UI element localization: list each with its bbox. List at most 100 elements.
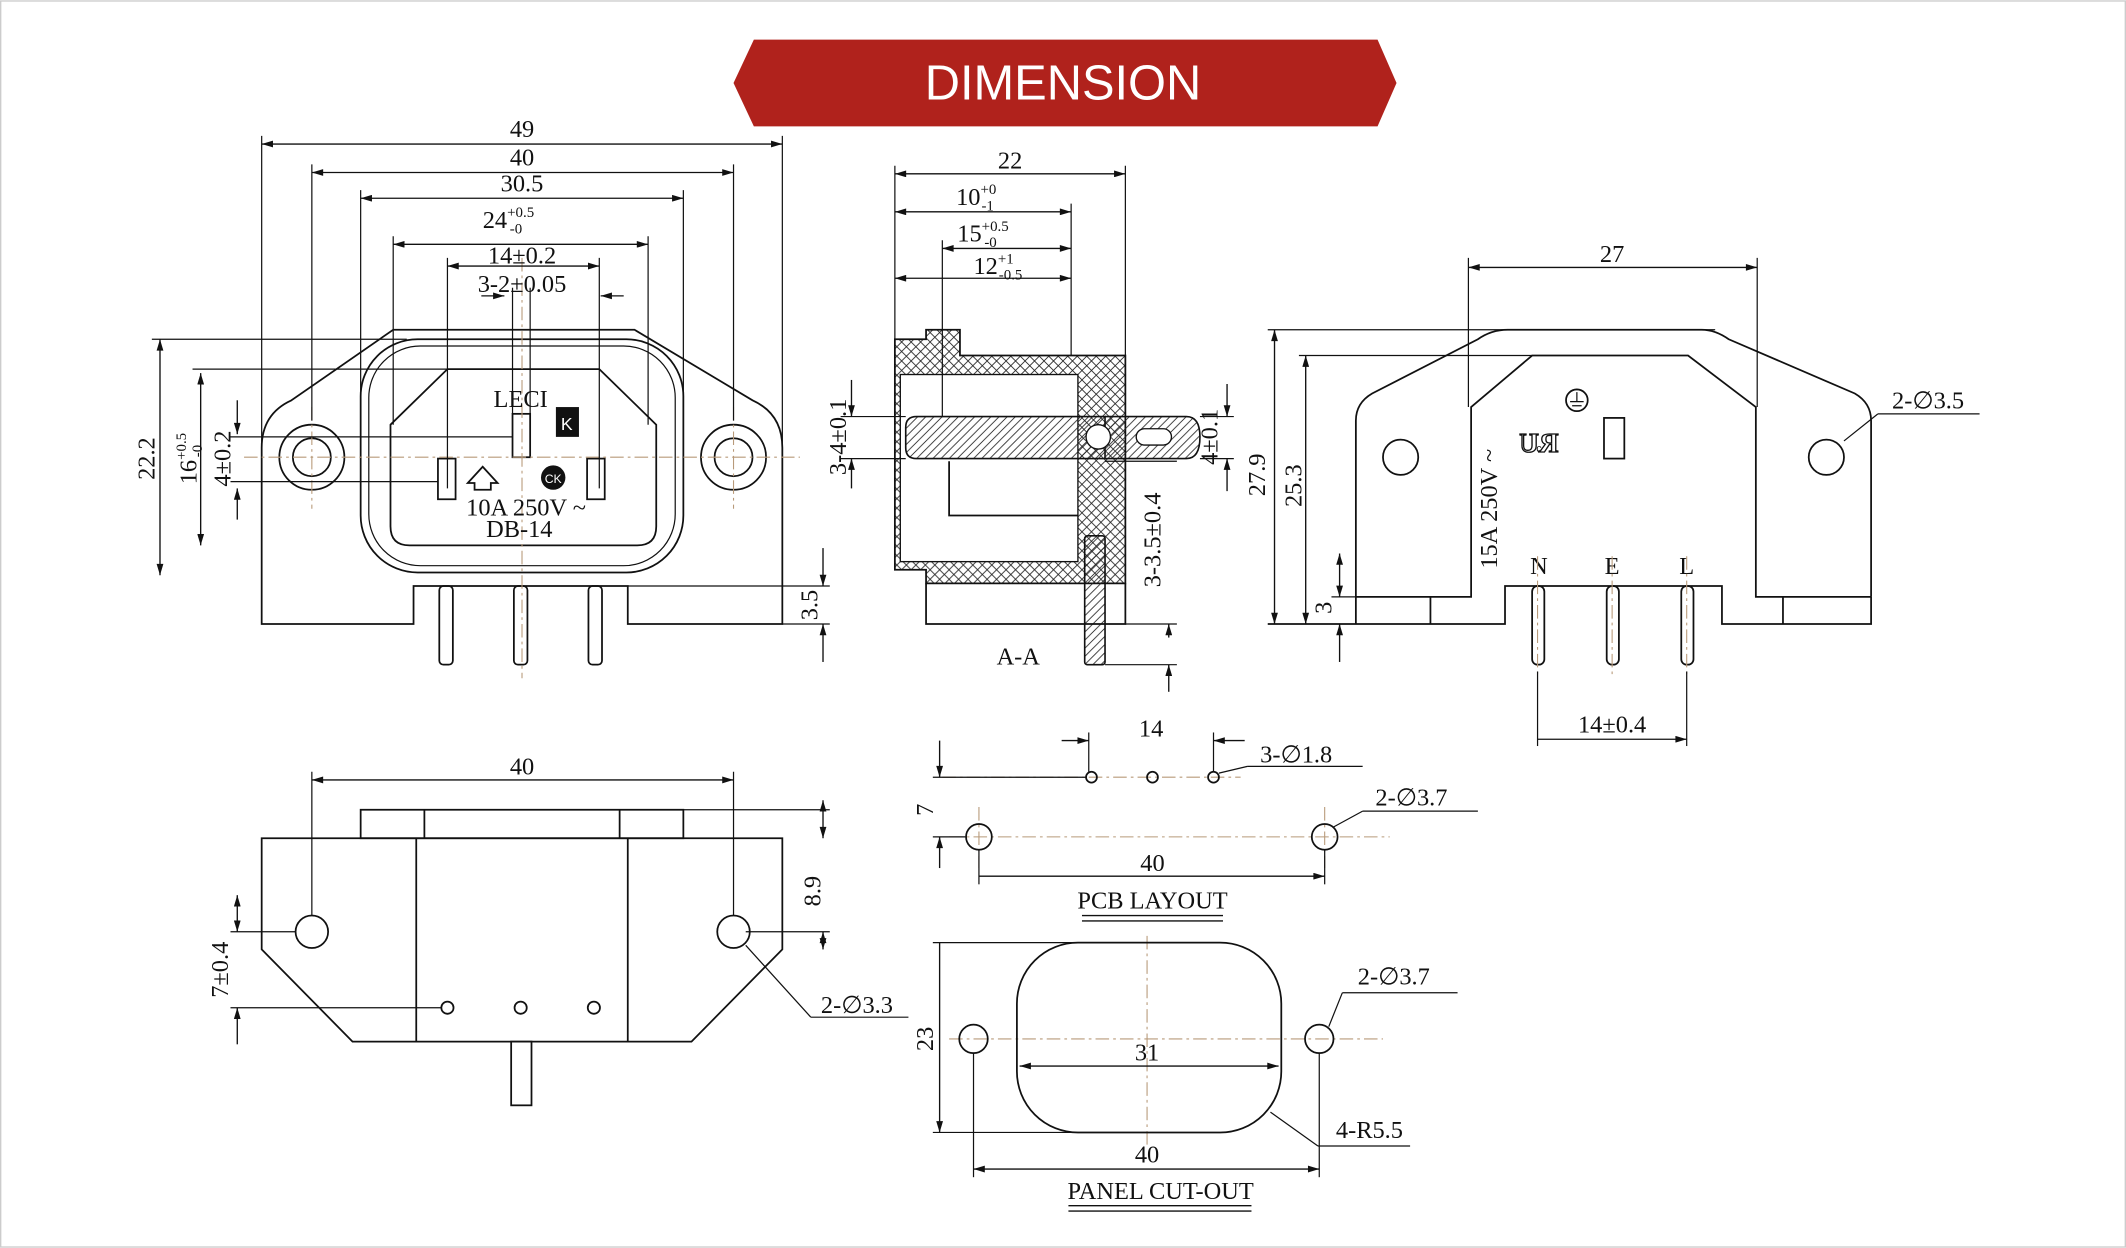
dim-bottom-holes: 2-∅3.3 <box>821 992 893 1019</box>
bottom-tab <box>510 1040 533 1107</box>
dim-rear-inner-height: 25.3 <box>1281 464 1308 507</box>
dim-bottom-hole-pitch: 40 <box>510 754 534 781</box>
kc-mark-icon <box>555 407 579 437</box>
dim-pcb-pin-holes: 3-∅1.8 <box>1260 741 1332 768</box>
socket-cavity-section <box>899 373 1079 563</box>
kc-mark-letters: K <box>561 414 573 434</box>
model-marking: DB-14 <box>486 516 552 543</box>
pcb-pin-hole-1 <box>1085 770 1098 784</box>
pcb-mount-hole-left <box>965 823 993 851</box>
dim-cutout-height: 23 <box>912 1027 939 1051</box>
svg-text:RU: RU <box>1519 428 1558 458</box>
earth-symbol-icon <box>1565 388 1589 413</box>
section-view: A-A 22 10+0-1 15+0.5-0 12+1-0.5 3-4±0.1 … <box>825 147 1224 670</box>
earth-symbol-lines <box>1570 392 1584 407</box>
dim-rear-holes: 2-∅3.5 <box>1892 387 1964 414</box>
rear-view: RU c 15A 250V ~ N E L 27 27.9 25.3 3 2-∅… <box>1244 241 1964 738</box>
dimension-lines <box>156 140 1758 1173</box>
dim-pin-pitch: 14±0.2 <box>488 242 556 269</box>
dim-d1: 10+0-1 <box>956 182 996 214</box>
earth-contact <box>511 412 532 459</box>
extension-line <box>1328 992 1343 1027</box>
dim-socket-width: 24+0.5-0 <box>483 205 534 237</box>
header-banner: DIMENSION <box>733 39 1397 127</box>
extension-line <box>1843 413 1879 442</box>
dim-pcb-hole-pitch: 40 <box>1140 850 1164 877</box>
pin-end-right <box>586 1000 601 1015</box>
dim-d2: 15+0.5-0 <box>957 219 1008 251</box>
front-view: CK K LECI 10A 250V ~ DB-14 49 40 30.5 24… <box>134 116 824 679</box>
dim-hole-pitch: 40 <box>510 145 534 172</box>
dim-tab-thickness: 4±0.1 <box>1197 409 1224 465</box>
housing-top-dividers <box>423 809 621 839</box>
pin-end-left <box>440 1000 455 1015</box>
dim-base-height: 3.5 <box>797 590 824 620</box>
pin-l <box>1680 585 1695 666</box>
neutral-contact <box>437 457 457 501</box>
rear-hole-right <box>1807 438 1845 476</box>
rear-hole-left <box>1382 438 1420 476</box>
housing-top <box>359 808 685 840</box>
rear-base <box>1267 585 1872 625</box>
rear-body-inner <box>1355 354 1872 598</box>
banner-shape <box>733 39 1397 127</box>
rating-marking: 10A 250V ~ <box>466 495 586 522</box>
dim-cutout-hole-pitch: 40 <box>1135 1141 1159 1168</box>
pin-label-n: N <box>1530 553 1548 580</box>
brand-marking: LECI <box>494 386 548 413</box>
dim-bottom-height: 8.9 <box>799 876 826 907</box>
dim-pcb-mount-holes: 2-∅3.7 <box>1375 785 1447 812</box>
svg-text:c: c <box>1536 443 1542 455</box>
pin-right <box>587 585 603 666</box>
marking-box <box>1603 417 1626 460</box>
dim-pin-offset: 4±0.2 <box>209 431 236 487</box>
cutout-outline <box>1016 941 1283 1134</box>
tab-slot <box>1135 428 1173 446</box>
pcb-title-underline <box>1081 914 1223 922</box>
extension-line <box>745 944 812 1018</box>
pcb-layout-title: PCB LAYOUT <box>1077 888 1227 915</box>
dim-cutout-holes: 2-∅3.7 <box>1358 964 1430 991</box>
cavity-detail <box>948 461 1078 517</box>
live-contact <box>586 457 606 501</box>
page-title: DIMENSION <box>925 56 1202 110</box>
extension-lines <box>151 135 1980 1178</box>
bottom-body-lines <box>415 838 629 1042</box>
pcb-layout: 14 3-∅1.8 7 2-∅3.7 40 PCB LAYOUT <box>912 716 1447 922</box>
panel-cutout-title: PANEL CUT-OUT <box>1067 1178 1253 1205</box>
contact-pin-section <box>904 415 1106 460</box>
dim-rear-height: 27.9 <box>1244 454 1271 497</box>
dim-cutout-radius: 4-R5.5 <box>1336 1117 1403 1144</box>
panel-title-underline <box>1068 1204 1252 1212</box>
bottom-hole-left <box>294 914 330 949</box>
pin-e <box>1605 585 1620 666</box>
rear-rating: 15A 250V ~ <box>1476 449 1503 569</box>
base-step <box>925 583 1127 625</box>
pcb-pin-hole-2 <box>1146 770 1159 784</box>
pin-end-center <box>513 1000 528 1015</box>
dim-housing-width: 30.5 <box>501 170 544 197</box>
vde-mark-icon <box>465 465 500 491</box>
dim-height: 22.2 <box>134 437 161 480</box>
socket-cavity <box>389 368 658 547</box>
bottom-flange <box>260 837 784 1043</box>
pin-n <box>1531 585 1546 666</box>
extension-line <box>1218 765 1248 774</box>
pcb-mount-hole-right <box>1310 823 1339 851</box>
panel-cutout: 23 31 40 2-∅3.7 4-R5.5 PANEL CUT-OUT <box>912 935 1430 1212</box>
cck-mark-letters: CK <box>545 472 562 486</box>
bottom-view: 40 8.9 7±0.4 2-∅3.3 <box>207 754 893 1107</box>
ur-logo: RU c <box>1519 427 1560 458</box>
cck-mark-icon <box>540 465 566 490</box>
pin-center <box>512 585 529 666</box>
bottom-hole-right <box>716 914 751 949</box>
pin-left <box>438 585 454 666</box>
section-label: A-A <box>997 644 1041 671</box>
dim-rear-base: 3 <box>1310 602 1337 614</box>
dim-bottom-pin-offset: 7±0.4 <box>207 942 234 998</box>
extension-line <box>1270 1111 1319 1147</box>
dim-overall-width: 49 <box>510 116 534 143</box>
dim-rear-pin-pitch: 14±0.4 <box>1578 711 1646 738</box>
